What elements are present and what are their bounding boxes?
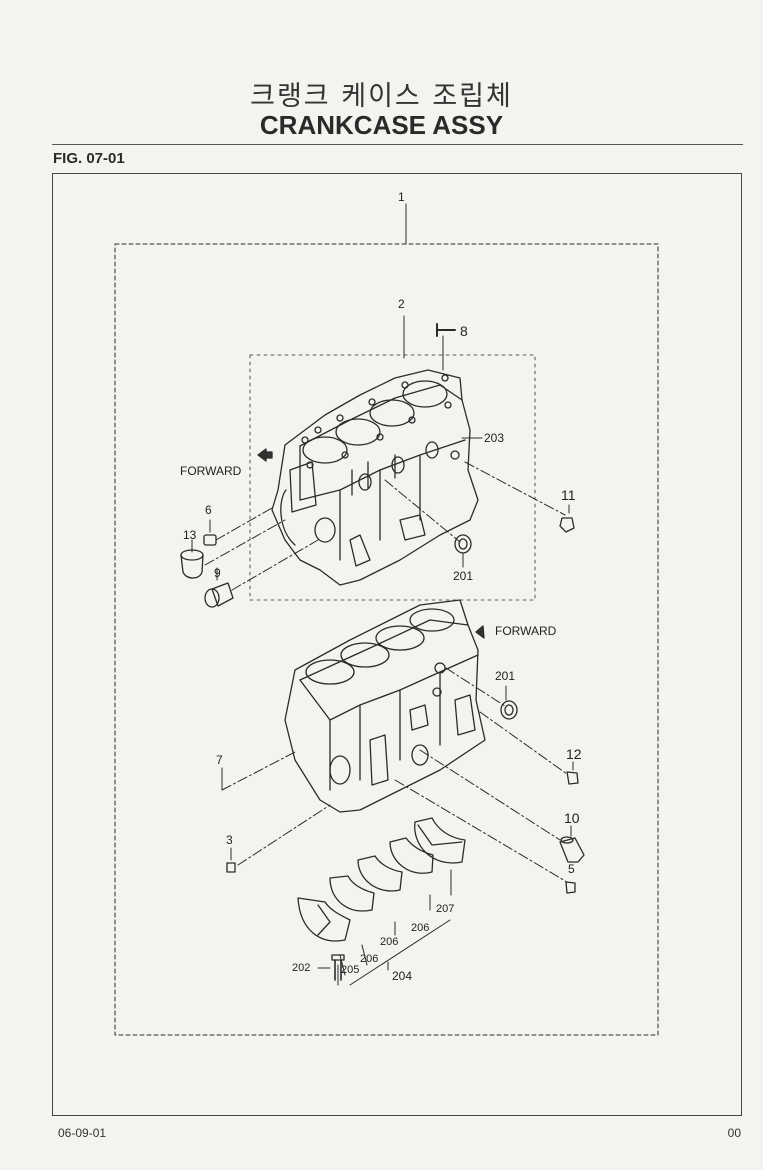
part-9-plug	[204, 582, 234, 608]
forward-arrow-lower	[475, 625, 485, 639]
part-3-plug	[226, 862, 236, 873]
title-english: CRANKCASE ASSY	[259, 110, 504, 140]
callout-201-lower: 201	[495, 669, 516, 683]
callout-202: 202	[292, 962, 311, 974]
callout-6: 6	[205, 503, 212, 517]
callout-1: 1	[398, 190, 405, 204]
part-6-pin	[203, 534, 217, 546]
drawing-frame	[52, 173, 742, 1116]
callout-2: 2	[398, 297, 405, 311]
forward-arrow-upper	[257, 448, 273, 462]
footer-page-number: 00	[727, 1126, 741, 1140]
cylinder-block-upper	[271, 369, 479, 586]
callout-12: 12	[566, 746, 582, 762]
forward-label-upper: FORWARD	[180, 464, 242, 478]
callout-206-left: 206	[360, 953, 379, 965]
cylinder-block-lower	[284, 599, 486, 813]
part-12-plug	[566, 771, 579, 785]
callout-206-right: 206	[411, 922, 430, 934]
callout-8: 8	[460, 323, 468, 339]
part-8-bolt	[436, 323, 456, 337]
part-11-plug	[559, 517, 575, 533]
part-13-sleeve	[180, 549, 204, 579]
callout-11: 11	[561, 487, 576, 503]
footer-date: 06-09-01	[58, 1126, 107, 1140]
main-bearing-caps	[297, 817, 466, 942]
part-201-seal-lower	[500, 700, 518, 720]
callout-204: 204	[392, 969, 413, 983]
title-rule	[52, 144, 743, 145]
callout-207: 207	[436, 903, 455, 915]
callout-10: 10	[564, 810, 580, 826]
part-5-plug	[565, 881, 576, 894]
callout-3: 3	[226, 833, 233, 847]
assembly-2-boundary	[249, 354, 536, 601]
forward-label-lower: FORWARD	[495, 624, 557, 638]
part-10-pipe	[559, 836, 585, 863]
title-korean: 크랭크 케이스 조립체	[250, 81, 513, 112]
callout-203: 203	[484, 431, 505, 445]
callout-206-middle: 206	[380, 936, 399, 948]
assembly-1-boundary	[114, 243, 659, 1036]
callout-5: 5	[568, 862, 575, 876]
callout-205: 205	[341, 964, 360, 976]
figure-number: FIG. 07-01	[53, 150, 125, 167]
callout-7: 7	[216, 753, 223, 767]
callout-9: 9	[214, 566, 221, 580]
part-201-seal-upper	[454, 534, 472, 554]
callout-201-upper: 201	[453, 569, 474, 583]
part-202-bolt	[331, 954, 345, 981]
callout-13: 13	[183, 528, 197, 542]
